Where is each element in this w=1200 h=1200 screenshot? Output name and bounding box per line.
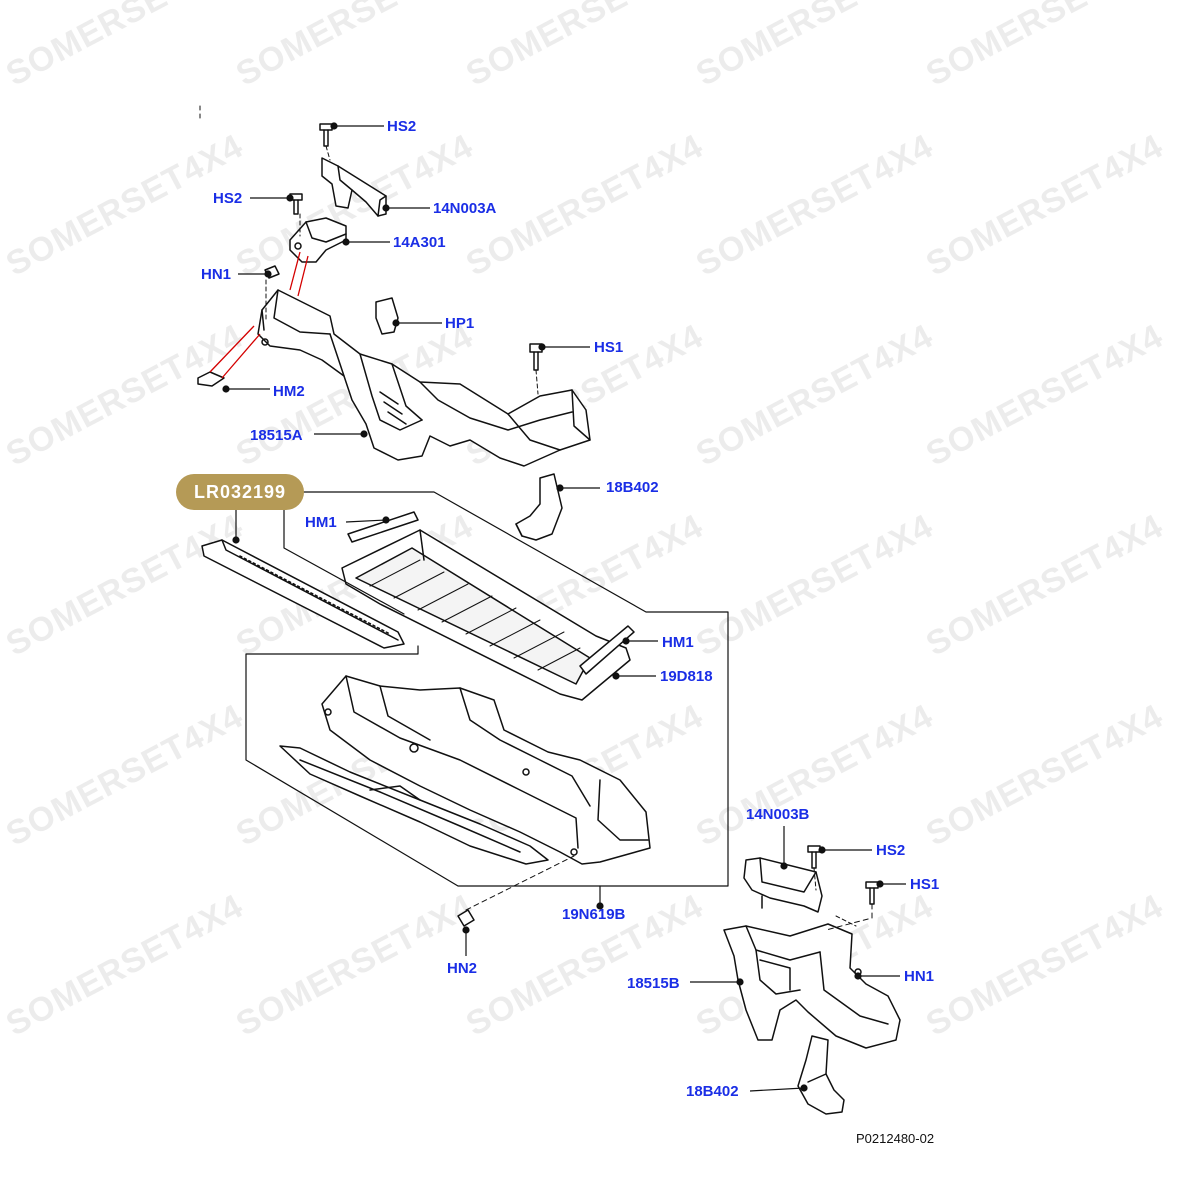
- callout-hs2-top: HS2: [387, 118, 417, 135]
- cover-19d818: [341, 529, 631, 701]
- plug-hp1: [375, 297, 399, 335]
- nut-hn2: [457, 909, 475, 927]
- callout-hm1-right: HM1: [662, 634, 694, 651]
- callout-hn2: HN2: [447, 960, 478, 977]
- screw-hs2-right: [807, 845, 821, 869]
- part-number-badge[interactable]: LR032199: [176, 474, 304, 510]
- callout-hm1-left: HM1: [305, 514, 337, 531]
- screw-hs2-top: [319, 123, 333, 147]
- badge-leader-frame: [283, 509, 405, 615]
- callout-hp1: HP1: [445, 315, 475, 332]
- bracket-14a301: [289, 217, 347, 263]
- callout-19d818: 19D818: [660, 668, 713, 685]
- seal-hm1-left: [347, 511, 419, 543]
- reference-number: P0212480-02: [856, 1131, 935, 1146]
- duct-18b402-bottom: [797, 1035, 845, 1115]
- callout-18b402-top: 18B402: [606, 479, 659, 496]
- callout-hs1-right: HS1: [910, 876, 940, 893]
- pollen-filter: [201, 539, 405, 649]
- callout-14a301: 14A301: [393, 234, 446, 251]
- callout-19n619b: 19N619B: [562, 906, 626, 923]
- leader-lines: [222, 122, 906, 1092]
- callout-18515a: 18515A: [250, 427, 303, 444]
- bracket-14n003a: [321, 157, 387, 217]
- callout-hs1-top: HS1: [594, 339, 624, 356]
- callout-hn1-top: HN1: [201, 266, 232, 283]
- group-frame: [245, 491, 729, 887]
- seal-hm1-right: [579, 625, 635, 675]
- duct-18b402-top: [515, 473, 563, 541]
- housing-18515b: [723, 923, 901, 1049]
- callout-hs2-left: HS2: [213, 190, 243, 207]
- callout-hn1-right: HN1: [904, 968, 935, 985]
- red-guide-lines: [209, 251, 309, 379]
- callout-hs2-right: HS2: [876, 842, 906, 859]
- callout-18515b: 18515B: [627, 975, 680, 992]
- clip-hm2: [197, 371, 225, 387]
- callout-14n003a: 14N003A: [433, 200, 497, 217]
- lower-panel: [279, 745, 549, 865]
- callout-hm2: HM2: [273, 383, 305, 400]
- screw-hs1-right: [865, 881, 879, 905]
- callout-18b402-bottom: 18B402: [686, 1083, 739, 1100]
- bracket-14n003b: [743, 857, 823, 913]
- housing-18515a: [257, 289, 591, 467]
- plenum-19n619b: [321, 675, 651, 865]
- callout-14n003b: 14N003B: [746, 806, 810, 823]
